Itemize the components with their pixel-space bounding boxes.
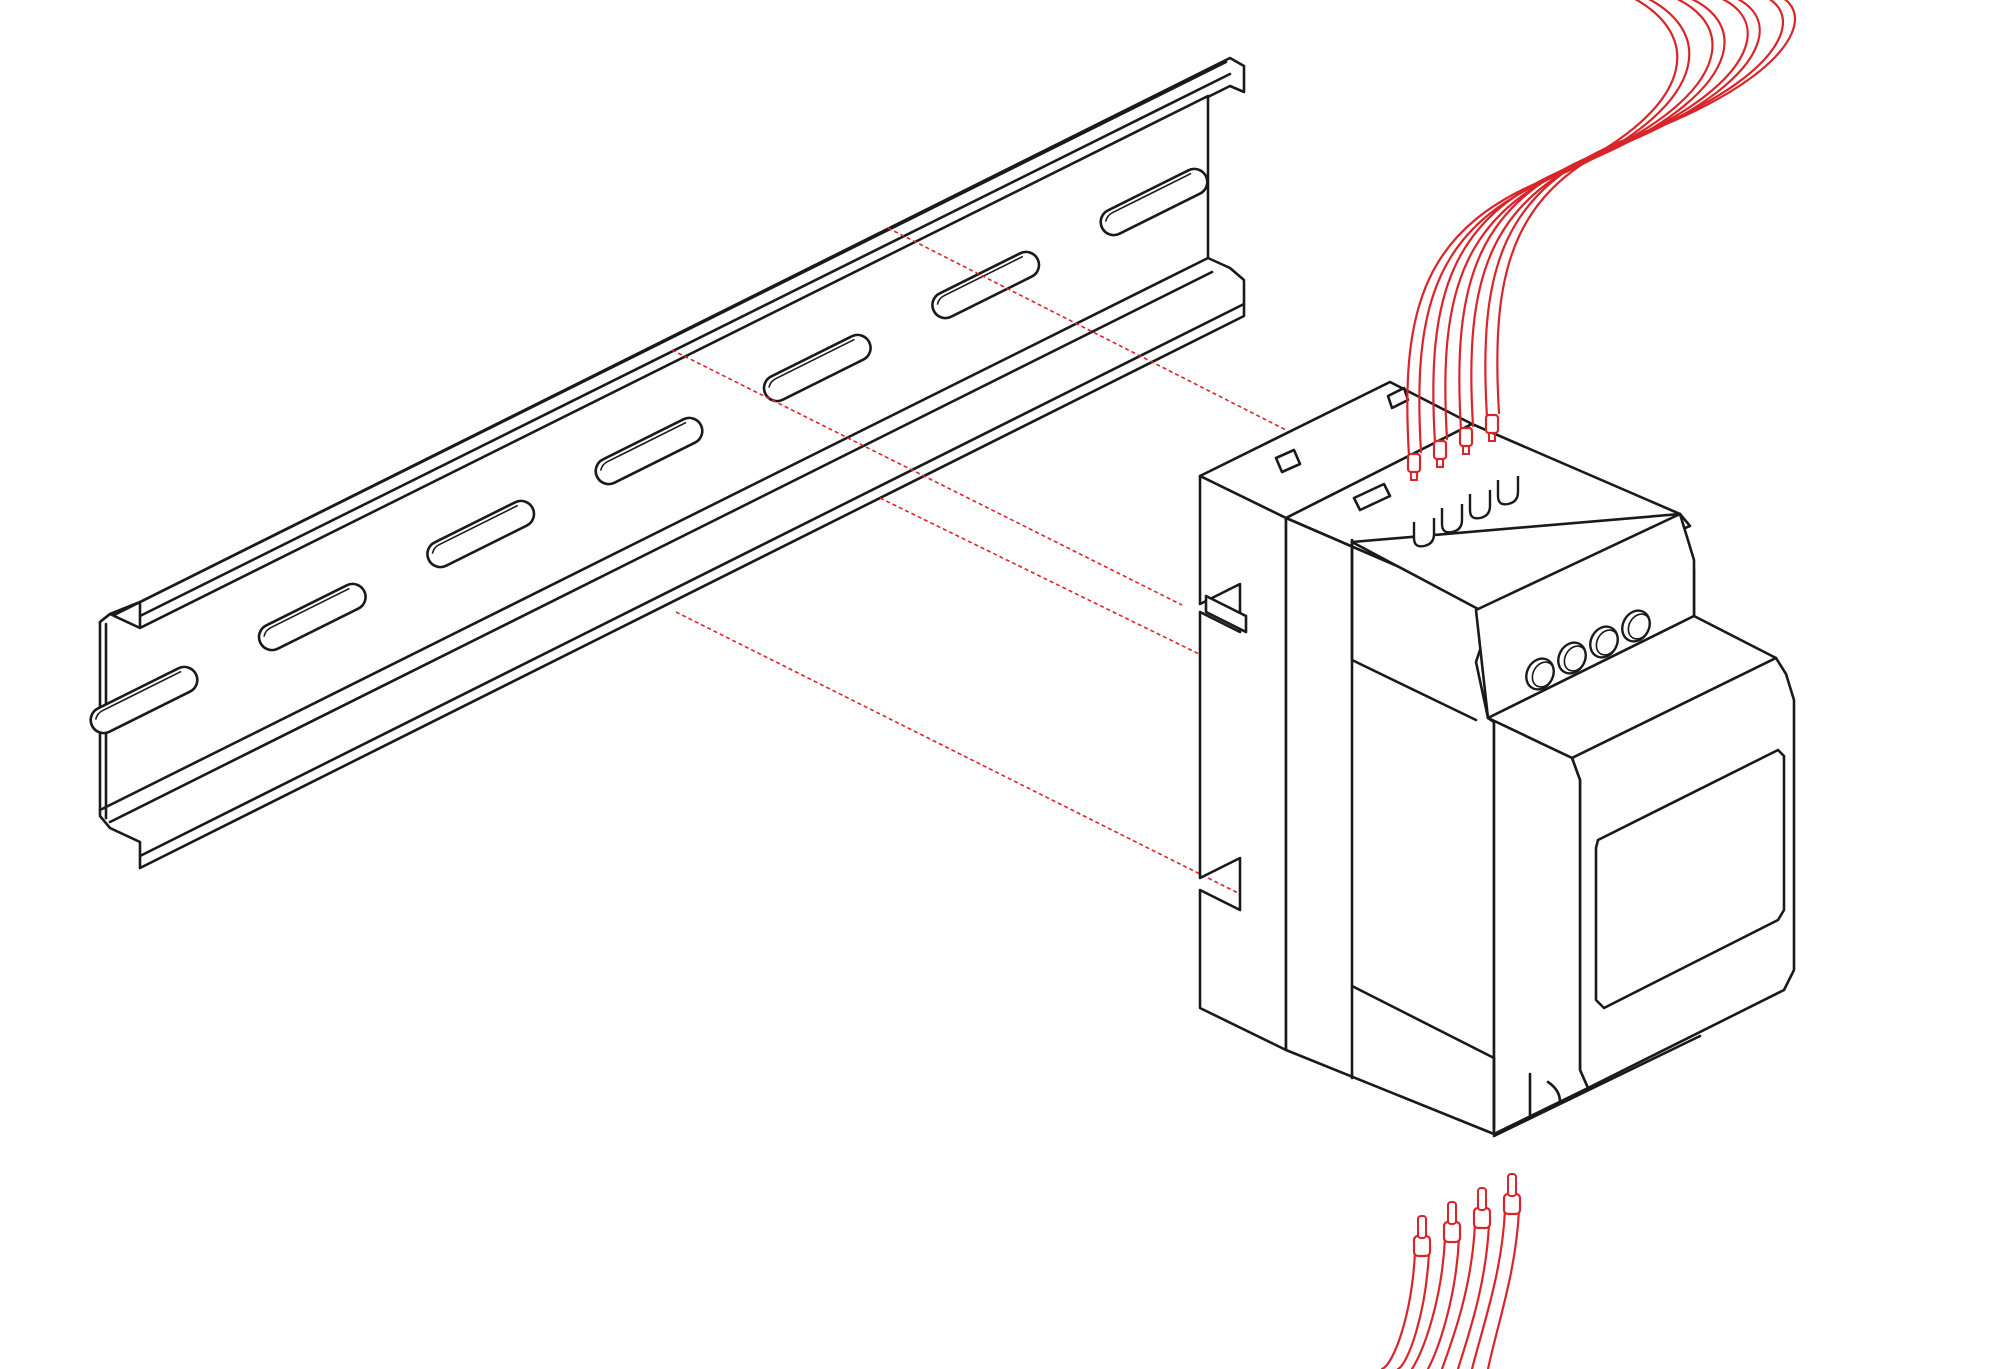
front-terminal-screw (1589, 625, 1619, 659)
top-wire (1432, 0, 1726, 468)
rail-lower-lip (98, 256, 1210, 812)
bottom-wire (1440, 1187, 1492, 1369)
device-side-face (1486, 716, 1590, 1136)
rail-slot (594, 416, 704, 486)
top-wire (1484, 0, 1797, 442)
rail-top-flange (98, 56, 1246, 630)
rail-slot (931, 250, 1041, 320)
rail-slot (426, 499, 536, 569)
device-front-seam-left (1350, 538, 1478, 722)
front-terminal-block (1525, 609, 1651, 691)
bottom-wires (1380, 1173, 1522, 1369)
device-clip-notch-top (1204, 594, 1248, 634)
guide-line-4 (675, 611, 1241, 895)
rail-slot (1099, 167, 1209, 237)
rail-bottom-edge (138, 302, 1246, 858)
alignment-guides (671, 227, 1287, 895)
device-terminal-top-face (1350, 512, 1692, 612)
top-terminal-block (1412, 476, 1520, 548)
rail-slots (89, 167, 1209, 735)
device-top-slot-1 (1274, 448, 1302, 474)
rail-lower-lip-inner (108, 270, 1214, 824)
device-top-slot-2 (1352, 482, 1392, 512)
front-terminal-screw (1557, 641, 1587, 675)
top-wire (1406, 0, 1691, 481)
bottom-wire (1410, 1201, 1462, 1369)
guide-line-3 (879, 497, 1237, 673)
top-wire (1458, 0, 1761, 455)
din-rail (89, 56, 1246, 870)
rail-web-edge (138, 60, 1228, 604)
top-terminal-opening (1468, 490, 1492, 520)
rail-slot (89, 665, 199, 735)
rail-web-face (98, 94, 1246, 870)
device-label-window (1594, 748, 1786, 1010)
bottom-wire (1470, 1173, 1522, 1369)
top-wires (1406, 0, 1797, 481)
device-bottom-edge (1492, 1034, 1702, 1138)
top-terminal-opening (1440, 504, 1464, 534)
top-terminal-opening (1412, 518, 1436, 548)
front-terminal-screw (1621, 609, 1651, 643)
device-clip-side (1198, 474, 1288, 1052)
rail-slot (257, 582, 367, 652)
front-terminal-screw (1525, 657, 1555, 691)
guide-line-1 (887, 227, 1287, 431)
rail-web-edge-inner (138, 72, 1232, 618)
rail-slot (762, 333, 872, 403)
device-bottom-rounds (1492, 1056, 1562, 1130)
device-enclosure (1198, 380, 1796, 1138)
bottom-wire (1380, 1215, 1432, 1369)
top-terminal-opening (1496, 476, 1520, 506)
device-front-seam (1350, 984, 1496, 1060)
